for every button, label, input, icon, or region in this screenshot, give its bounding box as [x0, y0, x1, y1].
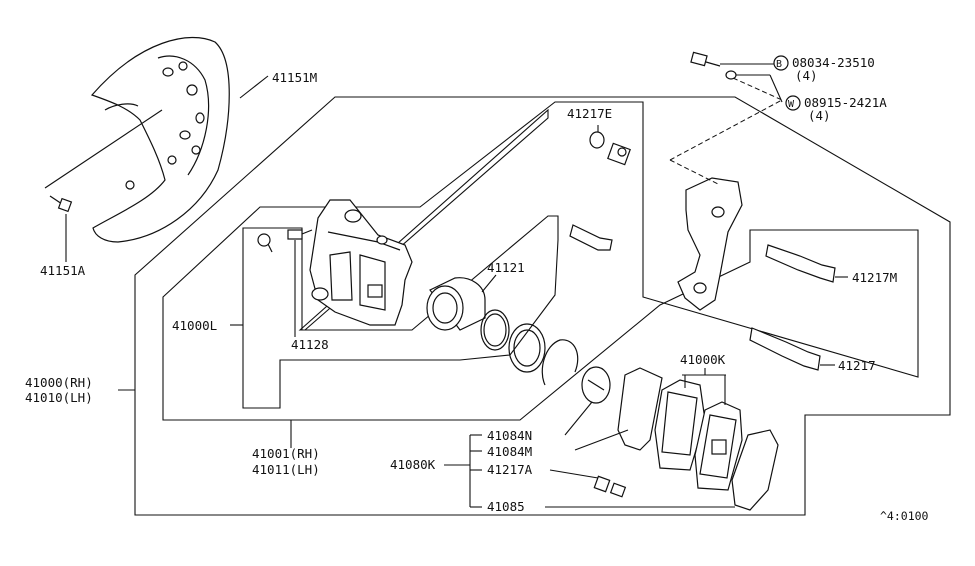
- label-41217e: 41217E: [567, 106, 612, 121]
- caliper-body: [309, 199, 413, 326]
- label-41085: 41085: [487, 499, 525, 514]
- backing-plate: [90, 36, 230, 243]
- bolt-08034: [690, 51, 721, 67]
- label-41084m: 41084M: [487, 444, 532, 459]
- outline-caliper-body-41000L: [242, 215, 559, 409]
- screw-41151a: [49, 195, 73, 213]
- label-41001rh: 41001(RH): [252, 446, 320, 461]
- label-washer-qty: (4): [808, 108, 831, 123]
- washer-letter: W: [788, 99, 795, 110]
- piston-boot: [508, 323, 546, 373]
- slide-pin-41217m: [765, 244, 836, 283]
- outline-piston-group: [298, 108, 549, 331]
- slide-pin-small: [569, 224, 613, 251]
- label-bolt-number: 08034-23510: [792, 55, 875, 70]
- label-bolt-qty: (4): [795, 68, 818, 83]
- outline-caliper-41001: [162, 101, 919, 421]
- label-41080k: 41080K: [390, 457, 436, 472]
- pad-clip-41217a: [593, 475, 627, 498]
- shim-41084n: [581, 366, 611, 404]
- label-41217a: 41217A: [487, 462, 533, 477]
- retaining-ring: [541, 339, 579, 386]
- outline-caliper-assembly-41000: [134, 96, 951, 516]
- label-41010lh: 41010(LH): [25, 390, 93, 405]
- washer-08915: [725, 70, 737, 80]
- label-41151m: 41151M: [272, 70, 317, 85]
- label-41217: 41217: [838, 358, 876, 373]
- label-41000rh: 41000(RH): [25, 375, 93, 390]
- label-41217m: 41217M: [852, 270, 897, 285]
- slide-pin-41217: [749, 327, 821, 371]
- mounting-bracket: [677, 177, 743, 311]
- label-41000k: 41000K: [680, 352, 726, 367]
- label-41151a: 41151A: [40, 263, 86, 278]
- brake-pad-inner: [694, 401, 743, 491]
- shim-41085: [731, 429, 779, 511]
- bolt-callout: B 08034-23510 (4): [773, 55, 875, 83]
- piston-41121: [426, 277, 486, 331]
- bolt-letter: B: [776, 59, 782, 70]
- label-41128: 41128: [291, 337, 329, 352]
- reference-code: ^4:0100: [880, 509, 929, 523]
- label-41121: 41121: [487, 260, 525, 275]
- bleeder-screw: [257, 229, 313, 253]
- piston-seal: [480, 309, 510, 351]
- pin-boot-41217e: [589, 131, 631, 166]
- label-41000l: 41000L: [172, 318, 217, 333]
- label-41011lh: 41011(LH): [252, 462, 320, 477]
- label-washer-number: 08915-2421A: [804, 95, 887, 110]
- shim-41084m: [617, 367, 663, 451]
- label-41084n: 41084N: [487, 428, 532, 443]
- washer-callout: W 08915-2421A (4): [785, 95, 887, 123]
